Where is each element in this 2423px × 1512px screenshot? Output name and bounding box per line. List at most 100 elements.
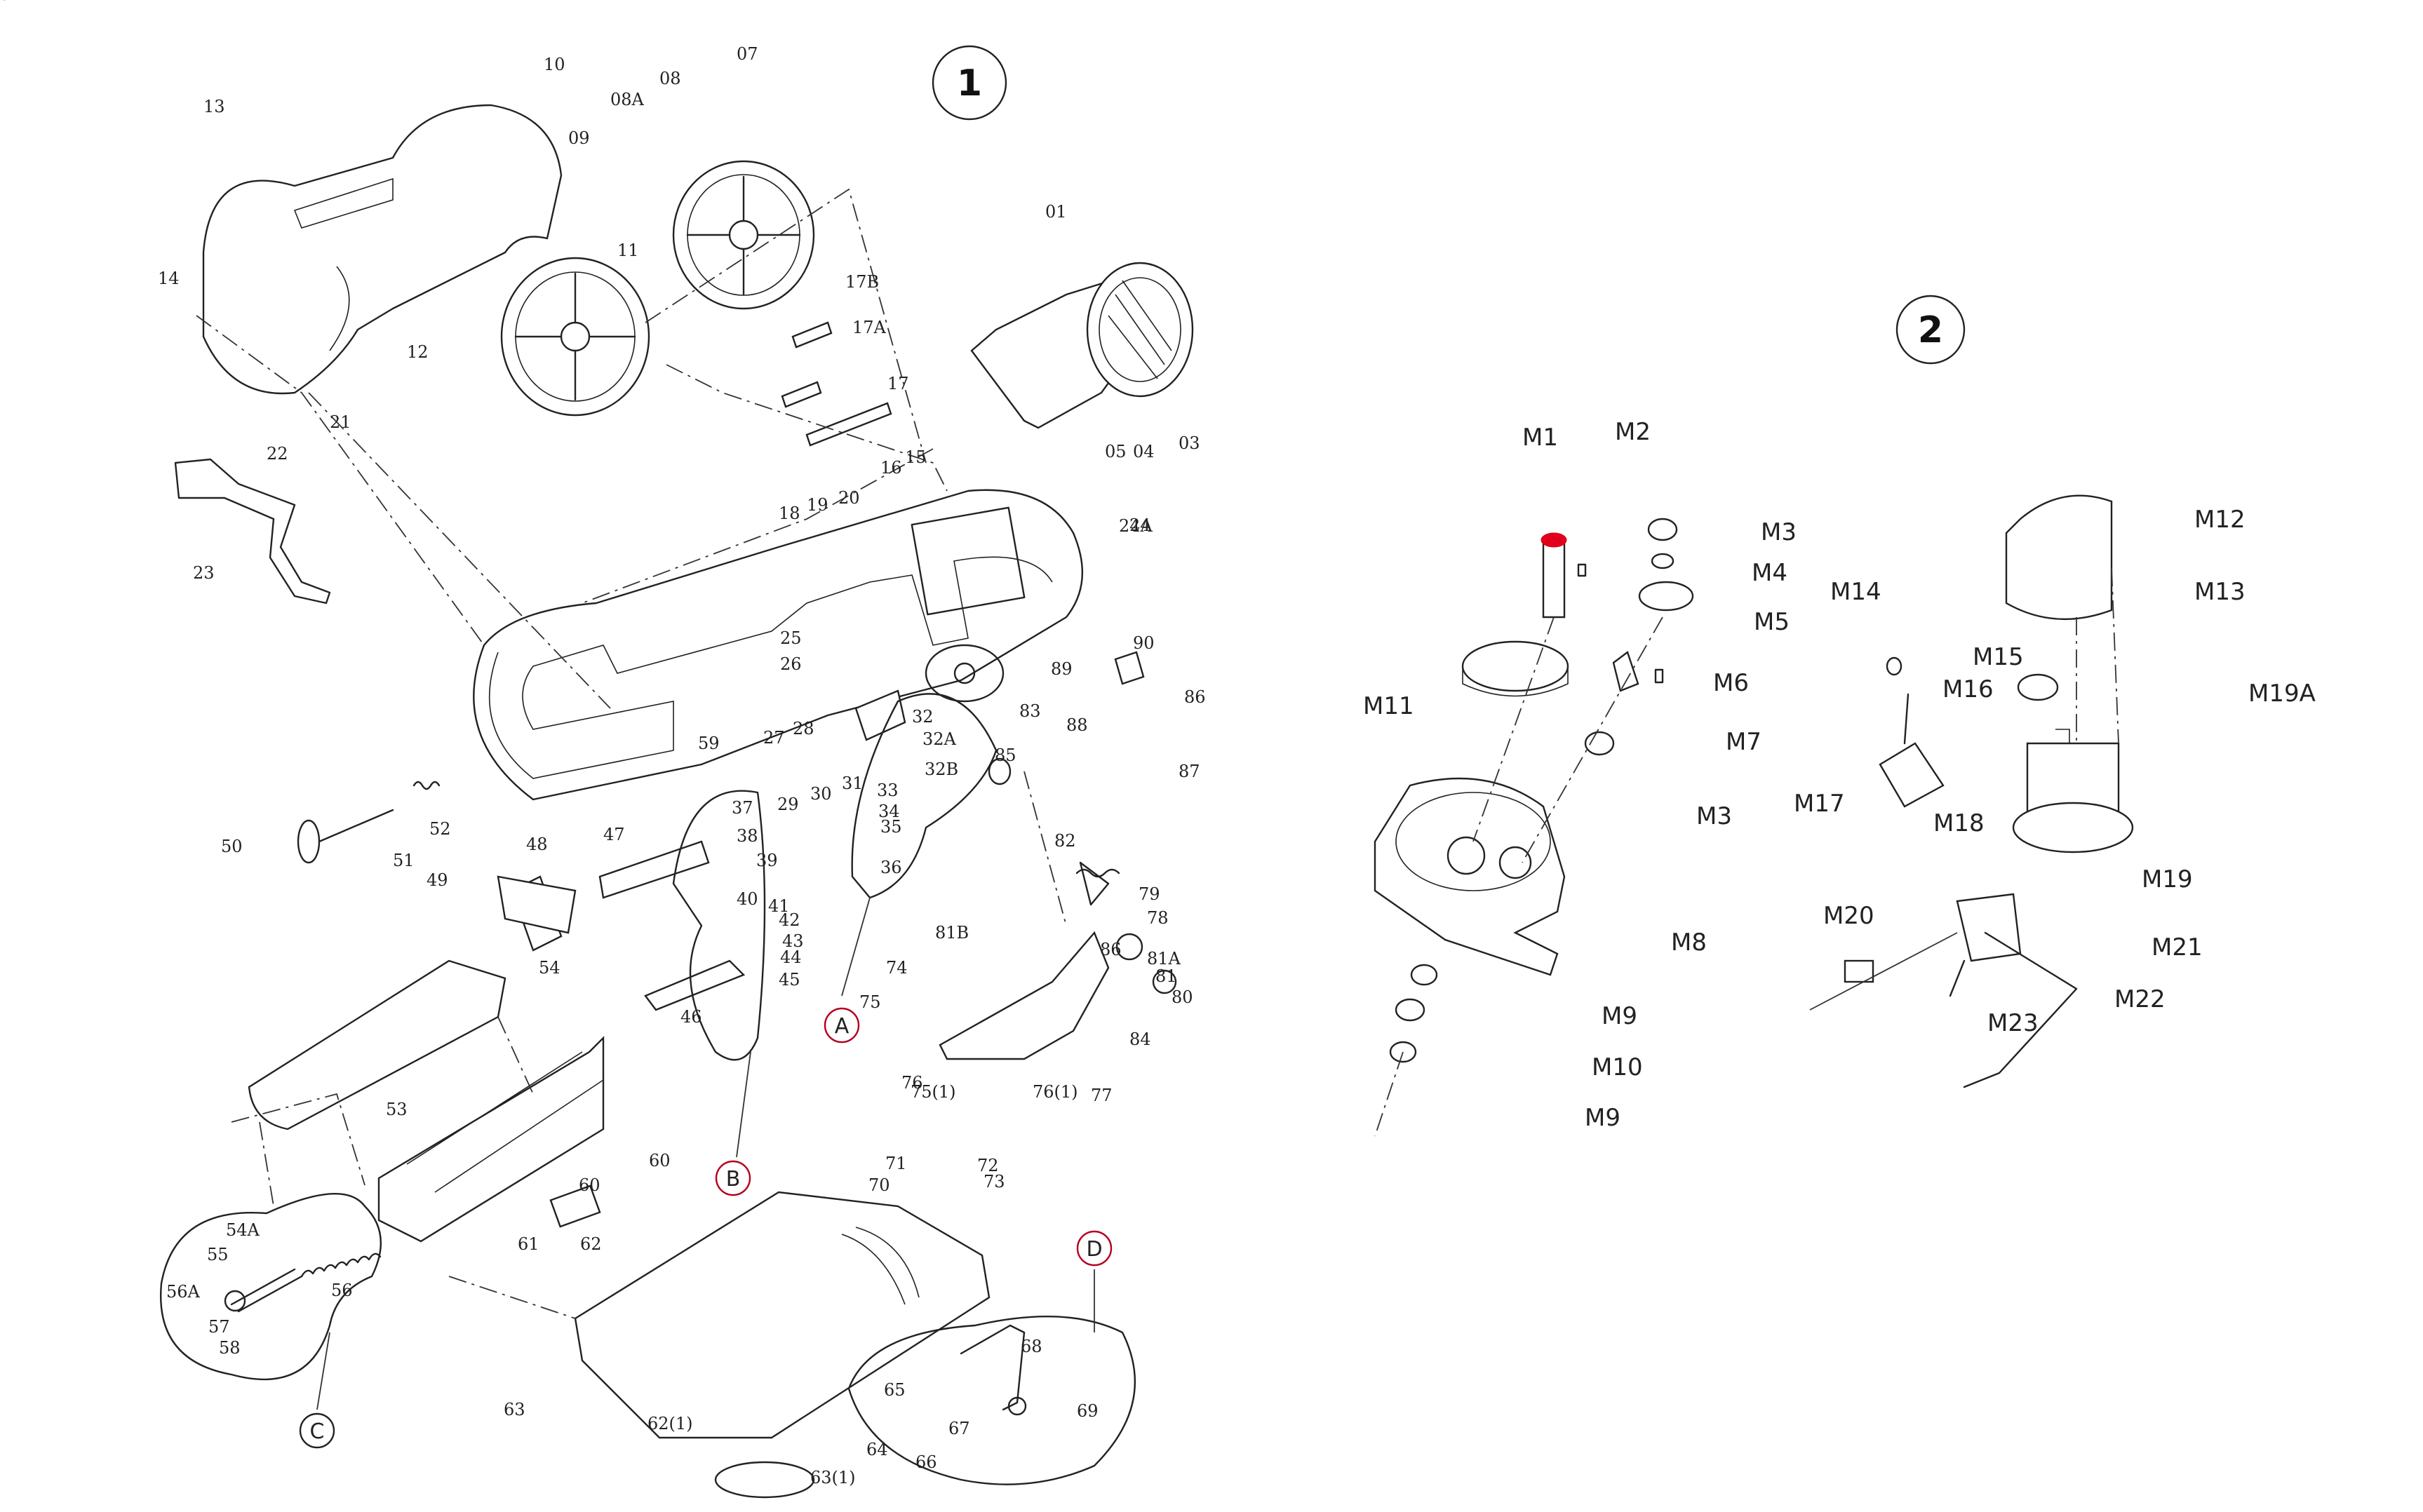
part-label-45[interactable]: 45 [779,970,800,990]
part-label-35[interactable]: 35 [880,817,902,837]
part-label-73[interactable]: 73 [984,1172,1005,1192]
part-label-58[interactable]: 58 [219,1338,241,1358]
part-label-91[interactable]: 91 [0,0,22,4]
part-label-m3[interactable]: M3 [1761,518,1797,546]
part-label-26[interactable]: 26 [780,654,802,674]
part-label-33[interactable]: 33 [877,781,899,800]
part-label-21[interactable]: 21 [330,412,351,432]
part-label-m6[interactable]: M6 [1713,669,1749,697]
part-label-60[interactable]: 60 [579,1175,600,1195]
part-label-14[interactable]: 14 [158,269,180,288]
part-label-19[interactable]: 19 [807,495,828,515]
part-label-34[interactable]: 34 [878,802,900,821]
part-label-83[interactable]: 83 [1019,701,1041,721]
part-label-m5[interactable]: M5 [1754,608,1790,636]
part-label-24[interactable]: 24 [1129,515,1151,535]
part-label-62-1-[interactable]: 62(1) [647,1414,693,1433]
part-label-63[interactable]: 63 [504,1400,525,1419]
part-label-20[interactable]: 20 [838,488,860,508]
part-label-57[interactable]: 57 [208,1317,230,1337]
part-label-13[interactable]: 13 [203,97,225,116]
part-label-66[interactable]: 66 [915,1452,937,1472]
part-label-m7[interactable]: M7 [1726,728,1761,756]
part-label-m12[interactable]: M12 [2194,506,2246,534]
part-label-m9[interactable]: M9 [1602,1002,1637,1030]
part-label-12[interactable]: 12 [407,342,429,362]
part-label-53[interactable]: 53 [386,1100,408,1119]
part-label-49[interactable]: 49 [427,870,448,890]
part-label-m17[interactable]: M17 [1794,790,1845,818]
part-label-17[interactable]: 17 [887,374,909,393]
part-label-30[interactable]: 30 [810,784,832,804]
part-label-81b[interactable]: 81B [935,923,969,943]
part-label-31[interactable]: 31 [842,774,864,793]
part-label-67[interactable]: 67 [948,1419,970,1438]
part-label-m19[interactable]: M19 [2142,865,2193,893]
part-label-89[interactable]: 89 [1051,659,1073,679]
part-label-76[interactable]: 76 [901,1073,923,1093]
part-label-76-1-[interactable]: 76(1) [1033,1082,1078,1102]
part-label-37[interactable]: 37 [732,798,753,818]
part-label-63-1-[interactable]: 63(1) [810,1468,856,1487]
part-label-71[interactable]: 71 [885,1154,907,1173]
part-label-36[interactable]: 36 [880,858,902,877]
part-label-54[interactable]: 54 [539,958,561,978]
part-label-56a[interactable]: 56A [166,1282,201,1302]
part-label-07[interactable]: 07 [737,44,758,64]
part-label-86[interactable]: 86 [1184,687,1206,707]
part-label-m13[interactable]: M13 [2194,578,2246,606]
part-label-m2[interactable]: M2 [1615,418,1651,446]
part-label-17a[interactable]: 17A [852,318,887,337]
part-label-10[interactable]: 10 [544,55,565,74]
part-label-32a[interactable]: 32A [922,729,957,749]
part-label-61[interactable]: 61 [518,1234,539,1254]
part-label-81[interactable]: 81 [1155,966,1177,986]
part-label-64[interactable]: 64 [866,1440,888,1459]
part-label-77[interactable]: 77 [1091,1086,1113,1105]
part-label-m19a[interactable]: M19A [2248,680,2316,708]
part-label-59[interactable]: 59 [698,734,720,753]
part-label-17b[interactable]: 17B [845,272,879,292]
part-label-m1[interactable]: M1 [1522,424,1558,452]
part-label-m22[interactable]: M22 [2114,985,2166,1013]
part-label-22[interactable]: 22 [267,444,288,464]
callout-circle-a[interactable] [824,1007,860,1044]
part-label-m20[interactable]: M20 [1823,902,1874,930]
part-label-08[interactable]: 08 [659,69,681,88]
part-label-56[interactable]: 56 [331,1281,353,1300]
part-label-42[interactable]: 42 [779,910,800,930]
part-label-74[interactable]: 74 [886,958,908,978]
part-label-03[interactable]: 03 [1179,433,1200,453]
part-label-28[interactable]: 28 [793,719,814,738]
part-label-52[interactable]: 52 [429,819,451,839]
part-label-54a[interactable]: 54A [226,1220,260,1240]
part-label-39[interactable]: 39 [756,851,778,870]
part-label-75-1-[interactable]: 75(1) [911,1082,956,1102]
part-label-82[interactable]: 82 [1054,831,1076,851]
part-label-m23[interactable]: M23 [1987,1009,2039,1037]
part-label-m16[interactable]: M16 [1942,675,1994,703]
part-label-m14[interactable]: M14 [1830,578,1881,606]
part-label-44[interactable]: 44 [780,947,802,967]
part-label-84[interactable]: 84 [1129,1030,1151,1049]
part-label-m18[interactable]: M18 [1933,809,1985,837]
part-label-60[interactable]: 60 [649,1151,671,1170]
part-label-70[interactable]: 70 [868,1175,890,1195]
part-label-m11[interactable]: M11 [1363,692,1414,720]
part-label-32b[interactable]: 32B [925,760,958,779]
part-label-40[interactable]: 40 [737,889,758,909]
part-label-55[interactable]: 55 [207,1245,229,1264]
part-label-01[interactable]: 01 [1045,202,1067,222]
part-label-m8[interactable]: M8 [1671,929,1707,957]
part-label-80[interactable]: 80 [1172,987,1193,1007]
part-label-m21[interactable]: M21 [2152,933,2203,961]
part-label-47[interactable]: 47 [603,825,625,844]
part-label-08a[interactable]: 08A [610,90,645,109]
part-label-09[interactable]: 09 [568,128,590,148]
part-label-05[interactable]: 05 [1105,442,1127,461]
part-label-48[interactable]: 48 [526,835,548,854]
part-label-75[interactable]: 75 [859,992,881,1012]
part-label-25[interactable]: 25 [780,628,802,648]
part-label-50[interactable]: 50 [221,837,243,856]
part-label-m3[interactable]: M3 [1696,802,1732,830]
